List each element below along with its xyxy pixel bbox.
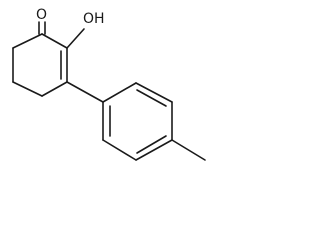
carbonyl-oxygen-label: O [36,7,47,23]
structure-diagram: O OH [12,7,206,161]
bond-c6-c1 [12,33,43,49]
hydroxyl-group: OH [66,11,105,49]
molecule-drawing: O OH [12,7,206,161]
hydroxyl-label: OH [83,11,105,27]
bond-a1-a2 [102,82,137,103]
cyclohexenone-ring [12,33,68,97]
bond-a4-a5-double [136,135,167,154]
bond-methyl [171,139,206,161]
bond-ring-to-aryl [66,81,104,103]
bond-c1-c2 [41,33,68,49]
carbonyl-group: O [36,7,47,35]
bond-c-oh [66,28,85,49]
bond-c4-c5 [12,81,43,97]
tolyl-ring [102,82,173,161]
bond-c3-c4 [41,81,68,97]
bond-a4-a5 [135,139,173,161]
bond-a2-a3 [135,82,173,103]
bond-a5-a6 [102,139,137,161]
bond-a2-a3-double [136,89,167,107]
